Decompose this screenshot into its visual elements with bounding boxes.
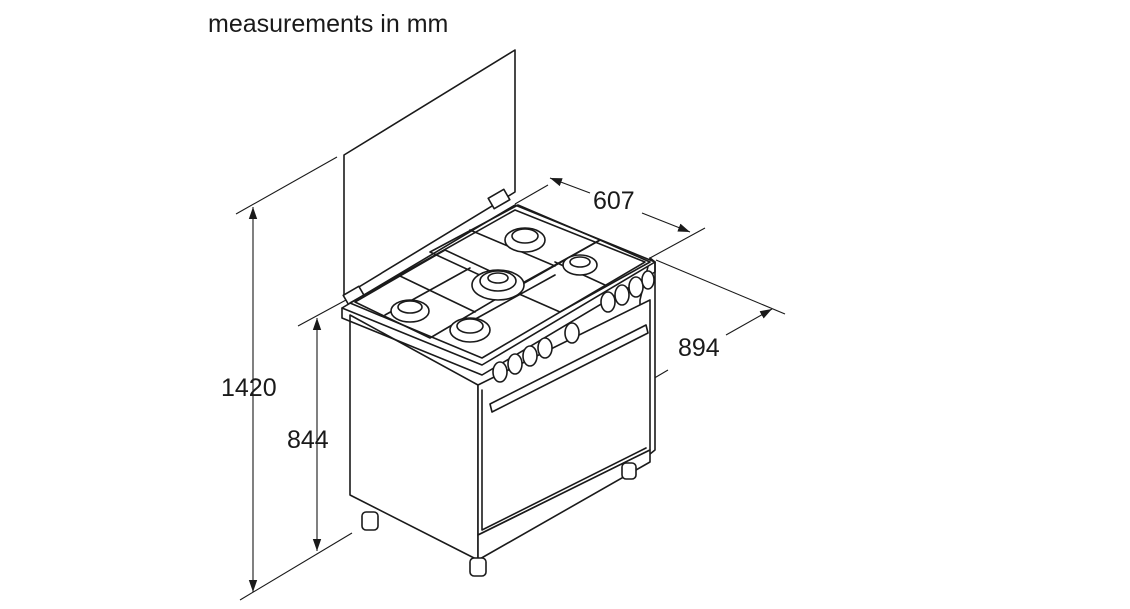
burner-rear-left: [504, 227, 546, 253]
control-knobs: [492, 270, 655, 383]
dimension-lines: [248, 177, 773, 592]
glass-lid: [343, 49, 516, 297]
burners: [390, 227, 598, 343]
height-1420-label: 1420: [221, 374, 277, 402]
feet: [361, 462, 637, 577]
burner-front-left: [390, 299, 430, 323]
oven-handle: [489, 324, 649, 413]
diagram-title: measurements in mm: [208, 10, 449, 38]
depth-607-label: 607: [593, 187, 635, 215]
depth-607-dim-line: [549, 177, 591, 194]
burner-front-centre: [449, 317, 491, 343]
width-894-label: 894: [678, 334, 720, 362]
height-844-label: 844: [287, 426, 329, 454]
width-894-dim-line: [725, 308, 773, 336]
plinth: [477, 449, 651, 561]
burner-centre-wok: [471, 269, 525, 301]
cooker-body: [341, 49, 656, 577]
burner-right: [562, 254, 598, 276]
